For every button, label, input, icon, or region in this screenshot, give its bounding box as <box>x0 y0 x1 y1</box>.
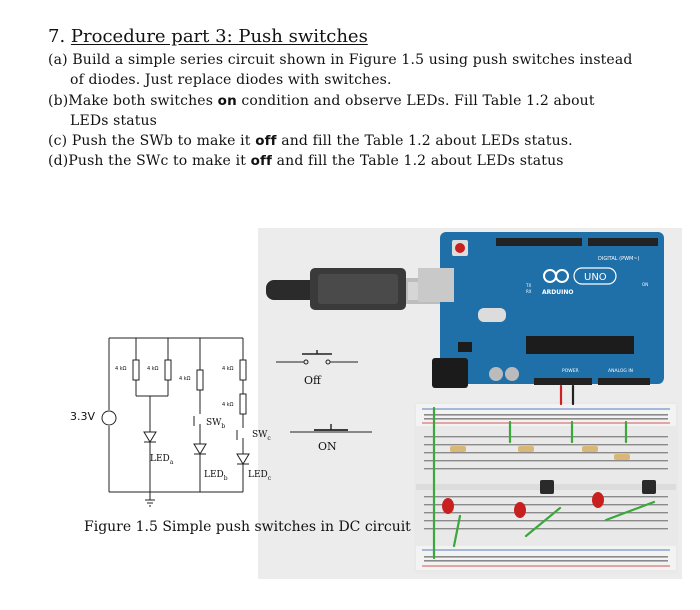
breadboard-resistors <box>450 446 630 460</box>
section-number: 7. <box>48 26 66 47</box>
section-title: Procedure part 3: Push switches <box>70 26 368 47</box>
resistor-label: 4 kΩ <box>115 366 127 372</box>
item-label: (c) <box>48 133 68 149</box>
board-model: UNO <box>584 272 607 283</box>
item-bold-word: off <box>255 133 277 149</box>
switch-on-symbol <box>290 420 372 440</box>
reset-button <box>455 243 465 253</box>
analog-label: ANALOG IN <box>608 368 633 374</box>
item-text-rest: condition and observe LEDs. Fill Table 1… <box>236 93 595 109</box>
item-bold-word: off <box>250 153 273 169</box>
list-item-b: (b)Make both switches on condition and o… <box>48 91 595 131</box>
led-c <box>592 492 604 508</box>
digital-label: DIGITAL (PWM~) <box>598 256 640 262</box>
switch-b-label: SWb <box>206 418 226 430</box>
figure-caption: Figure 1.5 Simple push switches in DC ci… <box>84 519 411 535</box>
switch-off-label: Off <box>304 374 321 387</box>
list-item-d: (d)Push the SWc to make it off and fill … <box>48 151 564 171</box>
tx-label: TX <box>525 283 531 288</box>
item-text: Build a simple series circuit shown in F… <box>72 52 633 68</box>
power-label: POWER <box>562 368 579 374</box>
item-bold-word: on <box>217 93 237 109</box>
on-label: ON <box>642 282 648 287</box>
rx-label: RX <box>526 289 532 294</box>
led-b-label: LEDb <box>204 470 228 482</box>
item-text-continued: of diodes. Just replace diodes with swit… <box>70 72 392 88</box>
power-jack <box>432 358 468 388</box>
item-text-rest: and fill the Table 1.2 about LEDs status <box>272 153 564 169</box>
resistor-label: 4 kΩ <box>147 366 159 372</box>
resistor-label: 4 kΩ <box>179 376 191 382</box>
microcontroller-chip <box>526 336 634 354</box>
item-text: Push the SWb to make it <box>71 133 256 149</box>
list-item-c: (c) Push the SWb to make it off and fill… <box>48 131 573 151</box>
item-text: Make both switches <box>68 93 218 109</box>
switch-on-label: ON <box>318 440 337 453</box>
push-button-b <box>540 480 554 494</box>
circuit-schematic: 3.3V 4 kΩ 4 kΩ 4 kΩ 4 kΩ 4 kΩ SWb SWc LE… <box>70 330 271 512</box>
item-label: (a) <box>48 52 68 68</box>
push-button-c <box>642 480 656 494</box>
item-text-rest: and fill the Table 1.2 about LEDs status… <box>276 133 573 149</box>
arduino-breadboard-photo: DIGITAL (PWM~) UNO ARDUINO TX RX ON POWE… <box>258 228 682 579</box>
resistor-label: 4 kΩ <box>222 366 234 372</box>
usb-port <box>418 268 454 302</box>
switch-off-symbol <box>276 350 358 374</box>
arduino-board <box>440 232 664 384</box>
led-a <box>442 498 454 514</box>
item-label: (b) <box>48 93 69 109</box>
item-text-continued: LEDs status <box>70 113 158 129</box>
resistor-label: 4 kΩ <box>222 402 234 408</box>
source-voltage: 3.3V <box>70 410 96 423</box>
led-a-label: LEDa <box>150 454 174 466</box>
led-c-label: LEDc <box>248 470 272 482</box>
section-heading: 7. Procedure part 3: Push switches <box>48 26 368 47</box>
board-brand: ARDUINO <box>542 289 573 296</box>
switch-c-label: SWc <box>252 430 271 442</box>
led-b <box>514 502 526 518</box>
item-text: Push the SWc to make it <box>68 153 251 169</box>
item-label: (d) <box>48 153 69 169</box>
list-item-a: (a) Build a simple series circuit shown … <box>48 50 632 90</box>
